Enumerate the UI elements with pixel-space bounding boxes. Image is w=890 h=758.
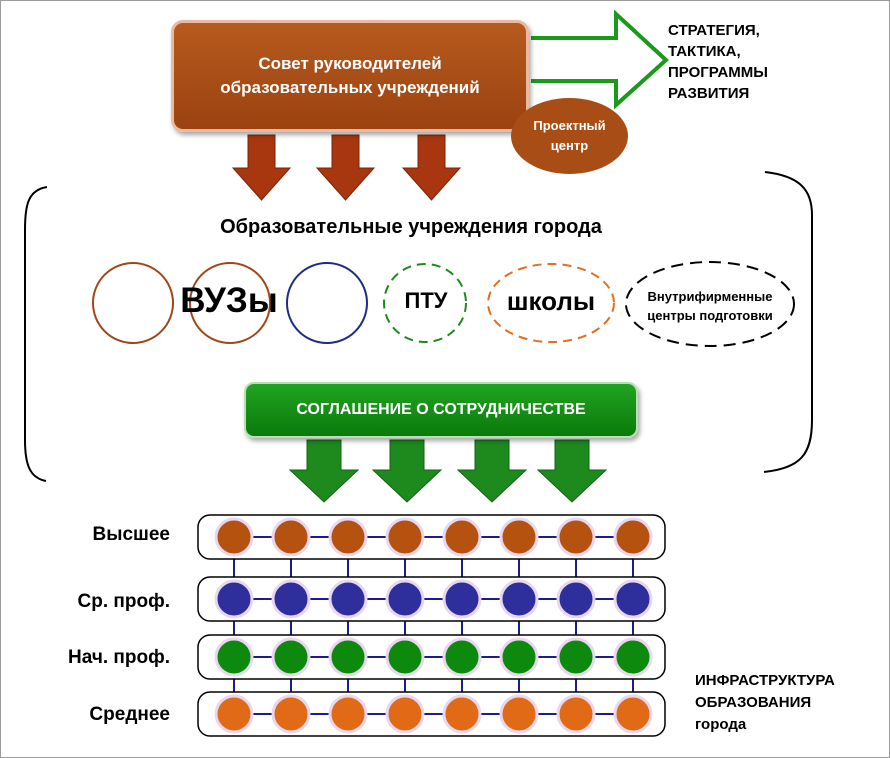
level-node [214, 579, 254, 619]
inner-centers-label: Внутрифирменные центры подготовки [622, 287, 798, 325]
left-bracket [24, 186, 48, 482]
level-node [613, 517, 653, 557]
schools-label: школы [506, 286, 596, 316]
level-node [613, 694, 653, 734]
level-label-initial-prof: Нач. проф. [68, 647, 170, 668]
infrastructure-label: ИНФРАСТРУКТУРА ОБРАЗОВАНИЯ города [695, 670, 885, 736]
council-line-2: образовательных учреждений [220, 78, 480, 97]
level-node [271, 517, 311, 557]
project-center: Проектный центр [511, 98, 628, 174]
agreement-box: СОГЛАШЕНИЕ О СОТРУДНИЧЕСТВЕ [244, 382, 638, 438]
level-node [385, 694, 425, 734]
strategy-text: СТРАТЕГИЯ, ТАКТИКА, ПРОГРАММЫ РАЗВИТИЯ [668, 20, 808, 104]
brown-down-arrow-3 [401, 134, 462, 201]
level-label-secondary: Среднее [89, 704, 170, 725]
strategy-arrow [531, 9, 669, 110]
level-node [613, 579, 653, 619]
schools-circle [487, 263, 615, 343]
council-line-1: Совет руководителей [258, 54, 442, 73]
level-node [328, 517, 368, 557]
inner-centers-line-1: Внутрифирменные [647, 289, 773, 304]
ptu-label: ПТУ [404, 288, 448, 313]
brown-down-arrow-1 [231, 134, 292, 201]
level-node [556, 694, 596, 734]
level-label-secondary-prof: Ср. проф. [77, 591, 170, 612]
agreement-label: СОГЛАШЕНИЕ О СОТРУДНИЧЕСТВЕ [296, 401, 586, 418]
inner-centers-line-2: центры подготовки [647, 308, 773, 323]
council-box: Совет руководителей образовательных учре… [171, 20, 529, 132]
level-node [556, 637, 596, 677]
level-node [385, 637, 425, 677]
level-node [442, 579, 482, 619]
level-node [385, 517, 425, 557]
level-node [214, 694, 254, 734]
level-node [328, 694, 368, 734]
project-center-line-2: центр [550, 138, 589, 153]
level-node [556, 579, 596, 619]
project-center-line-1: Проектный [533, 118, 606, 133]
level-node [556, 517, 596, 557]
level-node [442, 637, 482, 677]
ptu-circle [383, 263, 467, 343]
green-down-arrow-3 [456, 439, 528, 503]
green-down-arrow-2 [371, 439, 443, 503]
green-down-arrow-4 [536, 439, 608, 503]
strategy-line-3: ПРОГРАММЫ [668, 64, 768, 81]
level-node [271, 637, 311, 677]
level-node [442, 517, 482, 557]
strategy-line-2: ТАКТИКА, [668, 43, 741, 60]
level-node [499, 694, 539, 734]
level-node [499, 579, 539, 619]
infrastructure-line-1: ИНФРАСТРУКТУРА [695, 672, 835, 689]
vuz-label: ВУЗы [180, 281, 278, 320]
vuz-circle-3 [286, 262, 368, 344]
level-node [613, 637, 653, 677]
level-node [214, 637, 254, 677]
infrastructure-line-2: ОБРАЗОВАНИЯ [695, 694, 812, 711]
level-node [328, 579, 368, 619]
level-node [271, 579, 311, 619]
infrastructure-grid [197, 514, 666, 737]
level-node [499, 637, 539, 677]
right-bracket [763, 171, 813, 473]
infrastructure-line-3: города [695, 716, 747, 733]
green-down-arrow-1 [288, 439, 360, 503]
strategy-line-4: РАЗВИТИЯ [668, 85, 750, 102]
level-node [442, 694, 482, 734]
level-node [328, 637, 368, 677]
level-node [271, 694, 311, 734]
council-arrows [231, 134, 462, 201]
level-node [214, 517, 254, 557]
vuz-circle-1 [92, 262, 174, 344]
level-node [499, 517, 539, 557]
brown-down-arrow-2 [315, 134, 376, 201]
level-label-higher: Высшее [92, 524, 170, 545]
agreement-arrows [288, 439, 608, 503]
institutions-title: Образовательные учреждения города [220, 216, 602, 238]
strategy-line-1: СТРАТЕГИЯ, [668, 22, 760, 39]
level-node [385, 579, 425, 619]
inner-centers-ellipse [625, 261, 795, 347]
vuz-circle-2 [189, 262, 271, 344]
